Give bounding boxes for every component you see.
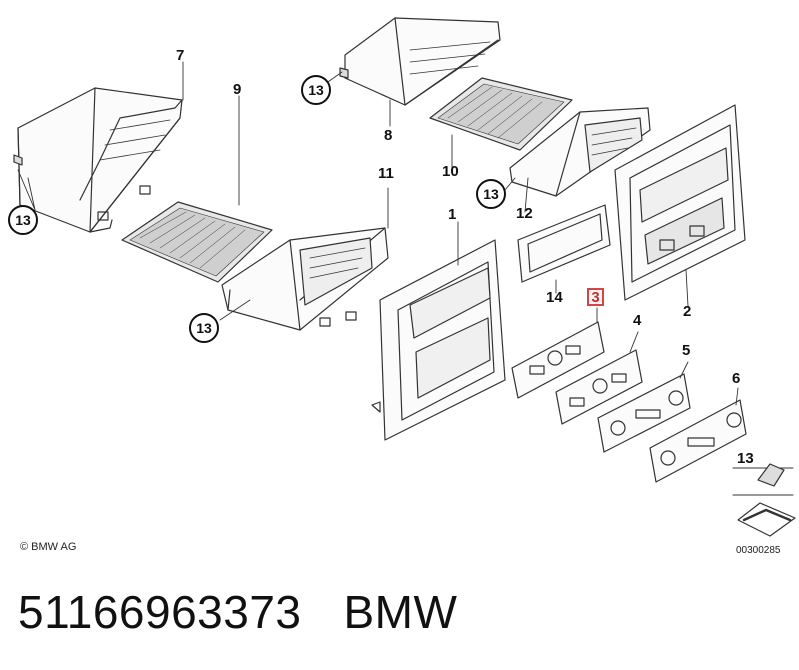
part-12-vent-housing — [509, 107, 651, 197]
part-4-switch-panel — [555, 349, 643, 425]
callout-6: 6 — [732, 370, 741, 387]
part-9-mat — [121, 201, 273, 283]
part-1-trim-panel — [371, 239, 506, 441]
callout-5: 5 — [682, 342, 691, 359]
part-number: 51166963373 — [18, 586, 302, 638]
callout-13-right: 13 — [476, 179, 506, 209]
legend-label: 13 — [737, 450, 754, 467]
part-2-trim-panel — [614, 104, 746, 301]
callout-10: 10 — [442, 163, 459, 180]
callout-14: 14 — [546, 289, 563, 306]
callout-13-center: 13 — [189, 313, 219, 343]
callout-2: 2 — [683, 303, 692, 320]
part-11-vent-housing — [221, 227, 389, 331]
callout-1: 1 — [448, 206, 457, 223]
footer-caption: 51166963373 BMW — [18, 585, 499, 639]
callout-8: 8 — [384, 127, 393, 144]
callout-13-left: 13 — [8, 205, 38, 235]
callout-12: 12 — [516, 205, 533, 222]
part-7-storage-tray — [13, 87, 183, 233]
callout-9: 9 — [233, 81, 242, 98]
brand-name: BMW — [343, 586, 458, 638]
legend-box-drawing — [732, 463, 796, 537]
part-8-storage-tray — [339, 17, 501, 106]
parts-diagram: 7 9 8 10 11 12 1 14 2 4 5 6 3 13 13 13 1… — [8, 17, 796, 556]
callout-13-top: 13 — [301, 75, 331, 105]
part-6-climate-panel — [649, 399, 747, 483]
callout-7: 7 — [176, 47, 185, 64]
leader-lines — [17, 61, 739, 406]
part-5-climate-panel — [597, 373, 691, 453]
part-3-control-panel — [511, 321, 605, 399]
callout-11: 11 — [378, 165, 394, 182]
part-10-mat — [429, 77, 573, 151]
exploded-view-drawing — [13, 17, 796, 537]
callout-4: 4 — [633, 312, 642, 329]
diagram-code: 00300285 — [736, 545, 781, 556]
copyright-text: © BMW AG — [20, 541, 77, 553]
callout-3-highlighted: 3 — [587, 288, 604, 306]
part-14-frame — [517, 204, 611, 283]
